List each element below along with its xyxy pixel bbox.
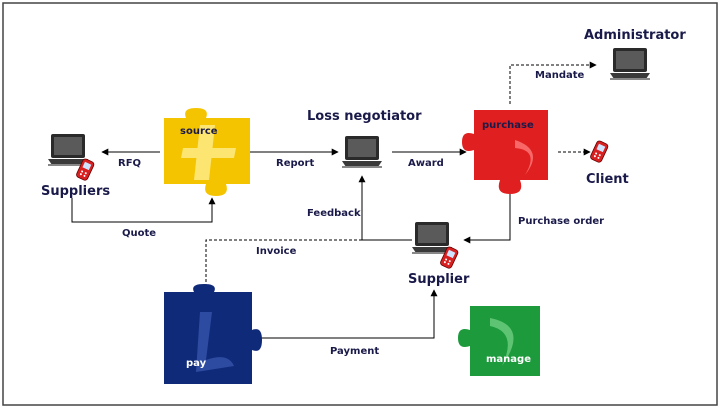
edge-invoice (202, 239, 412, 293)
source-piece-label: source (180, 126, 218, 137)
client-phone-icon (589, 139, 610, 164)
source-puzzle-piece: source (164, 108, 250, 196)
loss-negotiator-label: Loss negotiator (307, 109, 422, 124)
administrator-label: Administrator (584, 28, 686, 43)
edge-feedback (358, 175, 410, 241)
purchase-puzzle-piece: purchase (462, 110, 548, 194)
loss-negotiator-laptop-icon (342, 136, 382, 168)
client-label: Client (586, 172, 629, 187)
rfq-label: RFQ (118, 158, 141, 169)
supplier-laptop-icon (412, 222, 452, 254)
pay-puzzle-piece: pay (164, 284, 262, 384)
administrator-laptop-icon (610, 48, 650, 80)
manage-puzzle-piece: manage (458, 306, 540, 376)
edge-quote (71, 197, 216, 223)
quote-label: Quote (122, 228, 156, 239)
pay-piece-label: pay (186, 358, 207, 369)
purchase-order-label: Purchase order (518, 216, 604, 227)
suppliers-label: Suppliers (41, 184, 110, 199)
invoice-label: Invoice (256, 246, 297, 257)
award-label: Award (408, 158, 444, 169)
suppliers-laptop-icon (48, 134, 88, 166)
edge-payment (252, 289, 438, 339)
report-label: Report (276, 158, 314, 169)
payment-label: Payment (330, 346, 379, 357)
manage-piece-label: manage (486, 354, 531, 365)
edge-purchase-order (463, 185, 511, 244)
supplier-label: Supplier (408, 272, 470, 287)
edge-mandate (509, 61, 597, 104)
mandate-label: Mandate (535, 70, 585, 81)
purchase-piece-label: purchase (482, 120, 534, 131)
feedback-label: Feedback (307, 208, 361, 219)
